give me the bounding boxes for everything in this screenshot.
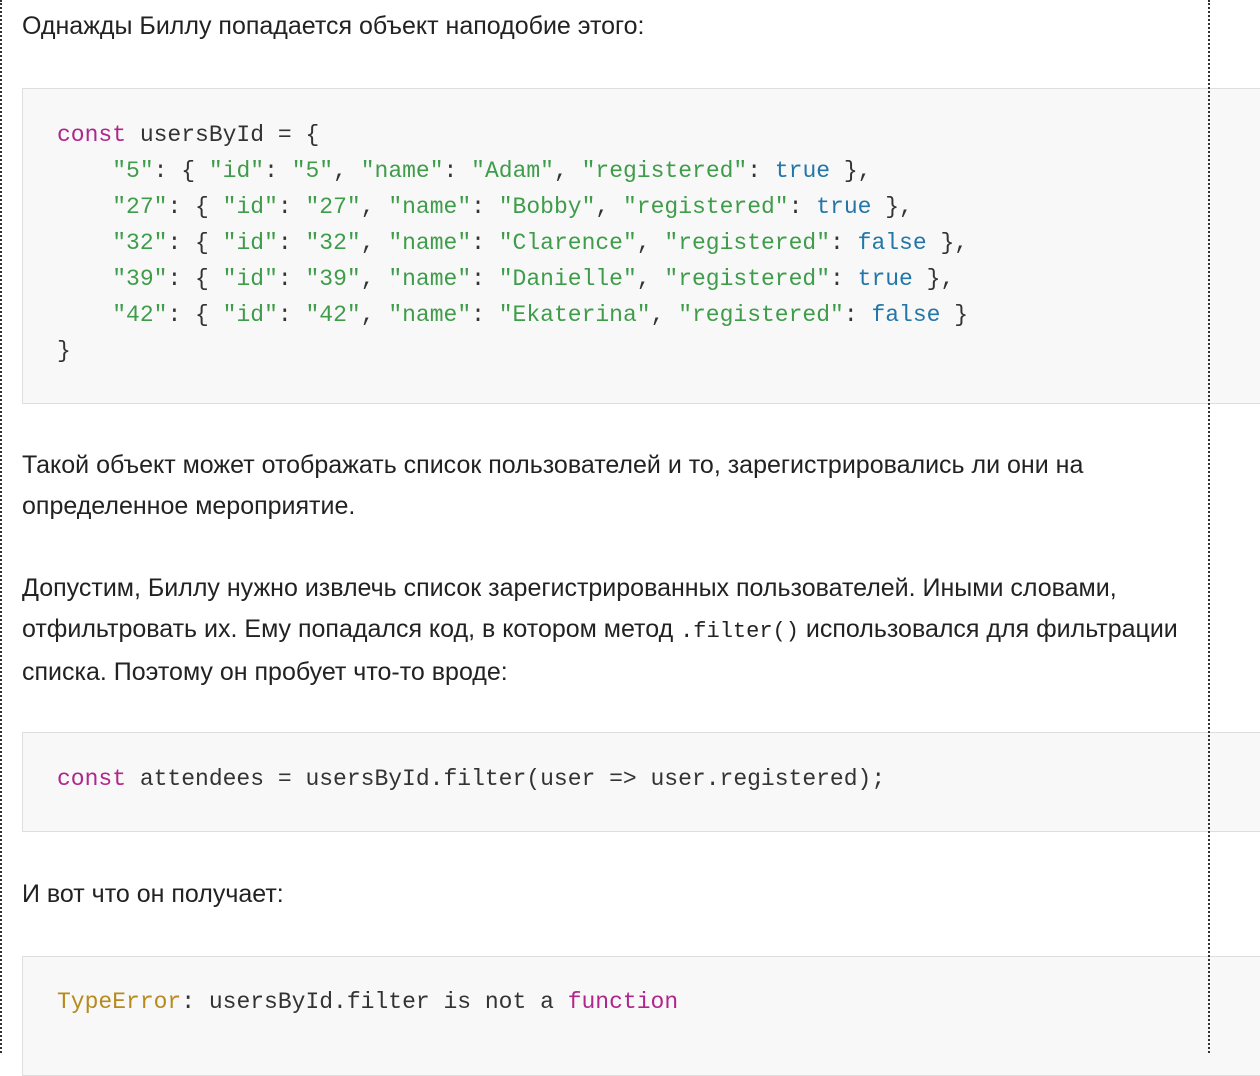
code-keyword: const xyxy=(57,122,127,148)
error-type: TypeError xyxy=(57,989,182,1015)
paragraph-result: И вот что он получает: xyxy=(22,880,284,908)
code-keyword: function xyxy=(567,989,679,1015)
code-close-brace: } xyxy=(57,338,71,364)
paragraph-description: Такой объект может отображать список пол… xyxy=(22,451,1084,520)
paragraph-filter-attempt: Допустим, Биллу нужно извлечь список зар… xyxy=(22,574,1178,686)
code-row: "27": { "id": "27", "name": "Bobby", "re… xyxy=(112,194,913,220)
code-error: TypeError: usersById.filter is not a fun… xyxy=(57,984,678,1020)
code-attendees: const attendees = usersById.filter(user … xyxy=(57,761,885,797)
code-keyword: const xyxy=(57,766,127,792)
left-dotted-border xyxy=(0,0,2,1053)
error-message: : usersById.filter is not a xyxy=(181,989,568,1015)
code-block-attendees: const attendees = usersById.filter(user … xyxy=(22,732,1260,832)
code-block-error: TypeError: usersById.filter is not a fun… xyxy=(22,956,1260,1076)
paragraph-intro: Однажды Биллу попадается объект наподоби… xyxy=(22,12,645,40)
code-var-decl: usersById = { xyxy=(126,122,320,148)
code-users-by-id: const usersById = { "5": { "id": "5", "n… xyxy=(57,117,968,369)
code-row: "32": { "id": "32", "name": "Clarence", … xyxy=(112,230,969,256)
code-block-users-by-id: const usersById = { "5": { "id": "5", "n… xyxy=(22,88,1260,404)
code-statement: attendees = usersById.filter(user => use… xyxy=(126,766,886,792)
right-dotted-guide xyxy=(1208,0,1210,1053)
code-row: "42": { "id": "42", "name": "Ekaterina",… xyxy=(112,302,969,328)
code-row: "5": { "id": "5", "name": "Adam", "regis… xyxy=(112,158,872,184)
code-row: "39": { "id": "39", "name": "Danielle", … xyxy=(112,266,955,292)
inline-code-filter: .filter() xyxy=(680,619,799,644)
